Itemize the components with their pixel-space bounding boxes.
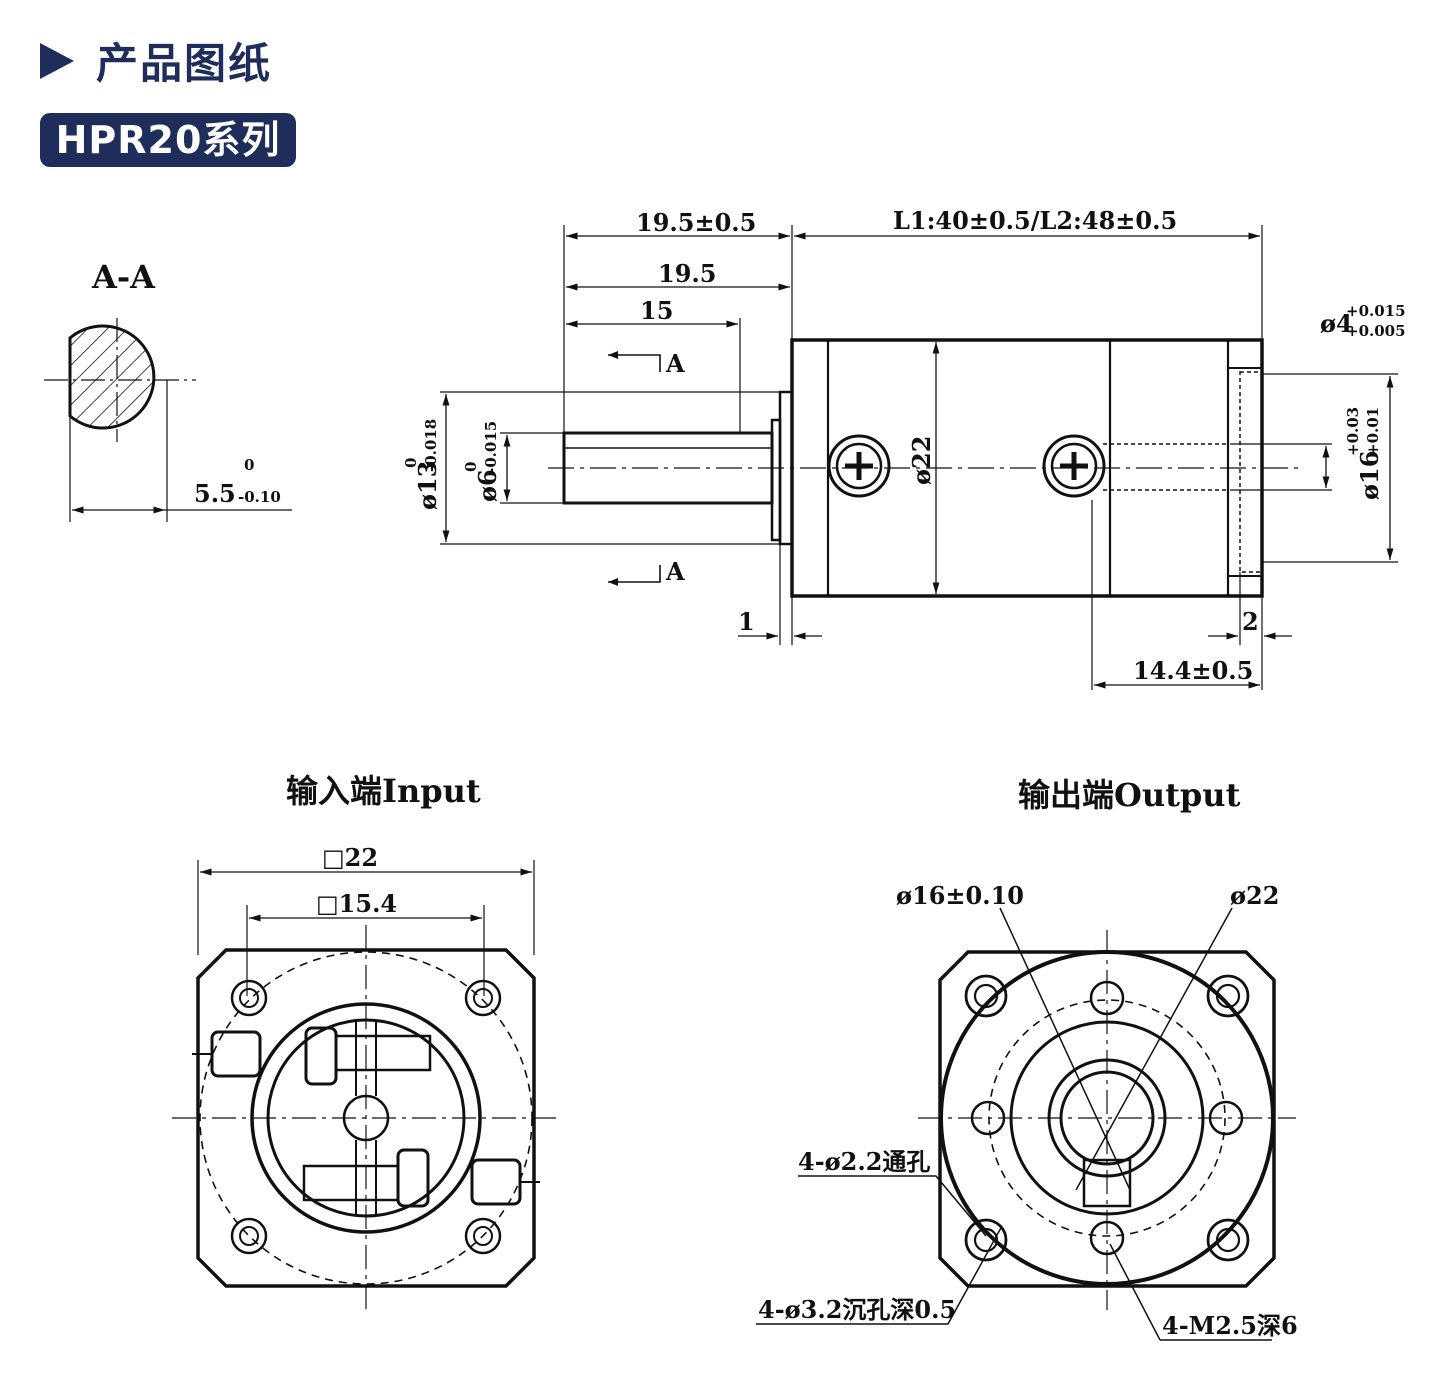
series-badge: HPR20系列: [40, 113, 296, 167]
dia-16-label: ø16: [1355, 451, 1384, 500]
section-mark-top: A: [665, 349, 685, 378]
dim-14-4: 14.4±0.5: [1133, 656, 1253, 685]
dia-16-upper-tol: +0.03: [1344, 407, 1362, 456]
input-mount-hole: [230, 979, 502, 1255]
clamp-screw-bottom: [302, 1148, 540, 1208]
input-flange-outline: [196, 948, 536, 1288]
shaft-cross-section: [68, 324, 156, 430]
flat-width-lower-tol: -0.10: [238, 488, 281, 506]
dim-2: 2: [1242, 607, 1259, 636]
counterbore-label: 4-ø3.2沉孔深0.5: [758, 1295, 956, 1324]
thread-label: 4-M2.5深6: [1162, 1311, 1298, 1340]
play-triangle-icon: [40, 42, 74, 79]
dim-1: 1: [738, 607, 755, 636]
input-view: 输入端Input □22 □15.4: [172, 772, 560, 1312]
dia-13-upper-tol: 0: [402, 458, 420, 468]
output-view: 输出端Output ø16±0.10 ø22 4-ø2: [756, 776, 1298, 1341]
page-title: 产品图纸: [96, 39, 273, 88]
dia-13-lower-tol: -0.018: [422, 419, 440, 472]
output-corner-hole: [964, 974, 1250, 1262]
square-15-4-label: □15.4: [316, 889, 397, 918]
dim-length: L1:40±0.5/L2:48±0.5: [893, 206, 1177, 235]
dim-15: 15: [640, 296, 673, 325]
section-title: A-A: [91, 258, 156, 296]
output-thread-hole: [970, 980, 1244, 1256]
dia-6-label: ø6: [473, 469, 502, 502]
through-hole-label: 4-ø2.2通孔: [798, 1147, 930, 1176]
flat-width-upper-tol: 0: [244, 456, 254, 474]
square-22-label: □22: [322, 843, 378, 872]
section-a-a: A-A 5.5 0 -0.10: [44, 258, 292, 522]
section-mark-bottom: A: [665, 557, 685, 586]
section-header: 产品图纸: [40, 30, 272, 91]
input-title: 输入端Input: [286, 772, 481, 810]
dia-6-upper-tol: 0: [462, 462, 480, 472]
flat-width-label: 5.5: [194, 479, 236, 508]
dia-16-lower-tol: +0.01: [1364, 407, 1382, 456]
screw-right: [1042, 434, 1106, 498]
dia-4-label: ø4: [1320, 309, 1353, 338]
screw-left: [827, 434, 891, 498]
clamp-screw-top: [192, 1026, 432, 1086]
dia-4-lower-tol: +0.005: [1346, 322, 1406, 340]
output-dia-22-label: ø22: [1230, 881, 1279, 910]
output-dia-16-label: ø16±0.10: [896, 881, 1024, 910]
dia-22-label: ø22: [907, 436, 936, 485]
dia-6-lower-tol: -0.015: [482, 421, 500, 474]
dia-13-label: ø13: [413, 461, 442, 510]
dia-4-upper-tol: +0.015: [1346, 302, 1406, 320]
output-flange-outline: [938, 950, 1276, 1288]
output-title: 输出端Output: [1018, 776, 1241, 814]
dim-19-5-tol: 19.5±0.5: [636, 208, 756, 237]
dim-19-5: 19.5: [658, 259, 716, 288]
side-view: A A 19.5±0.5 19.5 15 L1:40±0.5/L2:48±0.5…: [402, 206, 1406, 690]
